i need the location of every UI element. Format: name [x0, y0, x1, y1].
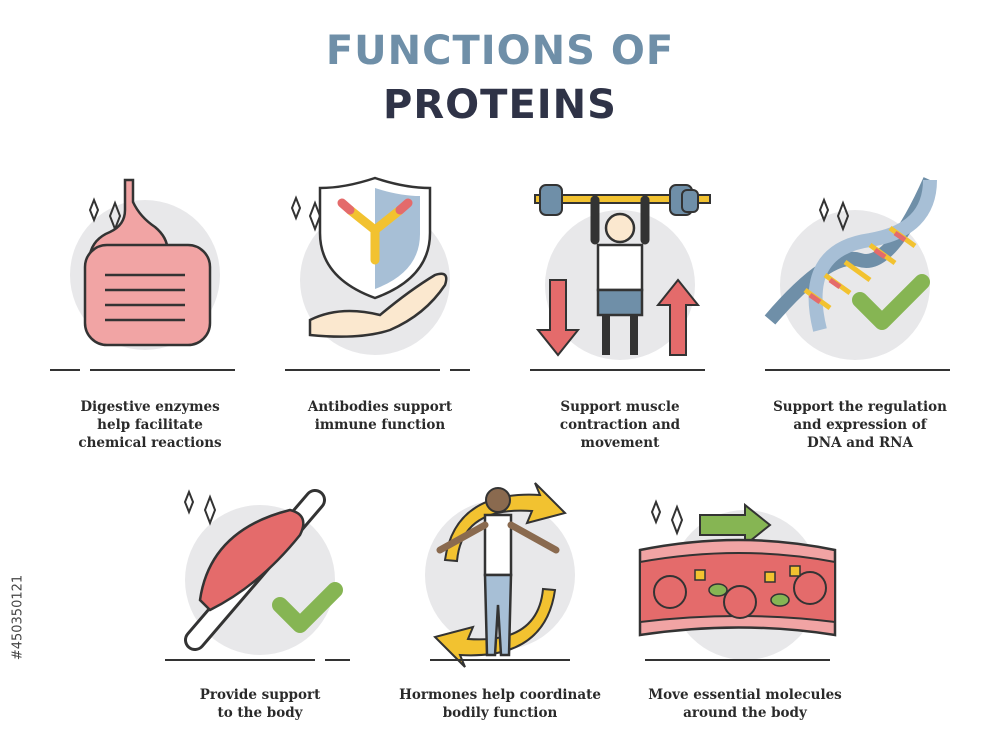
panel-hormones: Hormones help coordinate bodily function [390, 470, 610, 740]
panel-antibodies: Antibodies support immune function [270, 170, 490, 460]
panel-dna: Support the regulation and expression of… [750, 170, 980, 460]
title-line-1: FUNCTIONS OF [325, 28, 675, 74]
stock-id-text: #450350121 [10, 574, 26, 661]
stock-id: #450350121 [8, 515, 32, 735]
antibody-shield-icon [285, 176, 470, 371]
panel-digestive: Digestive enzymes help facilitate chemic… [40, 170, 260, 460]
caption-digestive: Digestive enzymes help facilitate chemic… [78, 399, 222, 451]
caption-transport: Move essential molecules around the body [648, 687, 842, 721]
caption-antibodies: Antibodies support immune function [307, 399, 453, 433]
caption-dna: Support the regulation and expression of… [773, 399, 947, 451]
panel-transport: Move essential molecules around the body [630, 490, 860, 740]
title-line-2: PROTEINS [383, 82, 617, 128]
digestive-tract-icon [50, 178, 235, 371]
panel-support: Provide support to the body [150, 480, 370, 740]
panel-muscle: Support muscle contraction and movement [510, 170, 730, 460]
caption-support: Provide support to the body [199, 687, 321, 721]
caption-hormones: Hormones help coordinate bodily function [399, 687, 601, 721]
hormone-cycle-icon [425, 482, 575, 668]
caption-muscle: Support muscle contraction and movement [559, 399, 681, 451]
weightlifter-icon [530, 184, 711, 371]
muscle-bone-icon [165, 489, 350, 661]
blood-vessel-icon [638, 499, 837, 661]
dna-helix-icon [764, 177, 950, 371]
